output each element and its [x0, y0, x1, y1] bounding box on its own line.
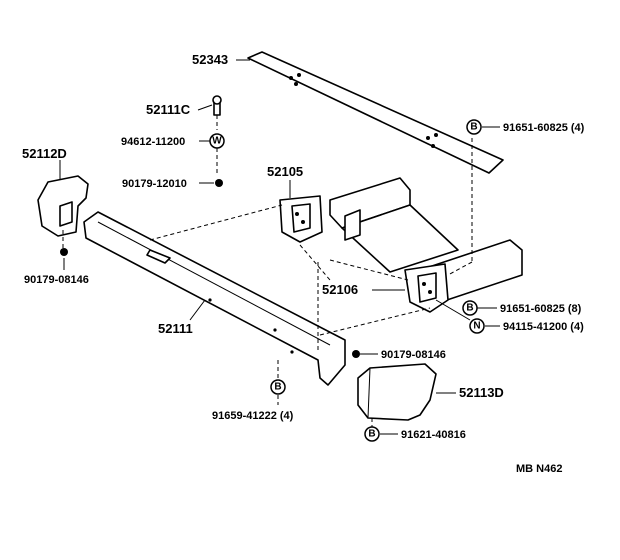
bolt-callout-bar: B [270, 379, 286, 395]
assembly-lines [62, 115, 473, 428]
svg-text:W: W [212, 136, 222, 147]
bolt-callout-plate: B [466, 119, 482, 135]
label-52105: 52105 [267, 164, 303, 179]
bracket-52105 [279, 195, 323, 243]
reinforcement-plate [247, 51, 504, 174]
hardware [60, 95, 360, 358]
label-52111C: 52111C [146, 102, 191, 117]
washer-callout: W [209, 133, 225, 149]
left-bumper-end [37, 175, 89, 237]
svg-text:B: B [368, 429, 375, 440]
label-90179-08146-right: 90179-08146 [381, 349, 446, 361]
bracket-52106 [404, 263, 449, 313]
label-91651-60825-8: 91651-60825 (8) [500, 303, 582, 315]
bumper-bar [83, 211, 346, 386]
label-52112D: 52112D [22, 146, 67, 161]
right-bumper-end [357, 363, 437, 421]
diagram-code: MB N462 [516, 463, 562, 475]
svg-text:B: B [470, 122, 477, 133]
label-52343: 52343 [192, 52, 228, 67]
svg-text:B: B [274, 382, 281, 393]
bolt-callout-end: B [364, 426, 380, 442]
label-91659-41222: 91659-41222 (4) [212, 410, 294, 422]
leader-lines [59, 59, 500, 435]
svg-text:B: B [466, 303, 473, 314]
label-94115-41200: 94115-41200 (4) [503, 321, 584, 333]
label-52106: 52106 [322, 282, 358, 297]
svg-text:N: N [473, 321, 480, 332]
label-91651-60825-4: 91651-60825 (4) [503, 122, 585, 134]
label-52111: 52111 [158, 321, 193, 336]
nut-callout: N [469, 318, 485, 334]
label-94612-11200: 94612-11200 [121, 136, 185, 148]
label-91621-40816: 91621-40816 [401, 429, 466, 441]
label-90179-08146-left: 90179-08146 [24, 274, 89, 286]
label-52113D: 52113D [459, 385, 504, 400]
bolt-callout-bracket: B [462, 300, 478, 316]
label-90179-12010: 90179-12010 [122, 178, 187, 190]
